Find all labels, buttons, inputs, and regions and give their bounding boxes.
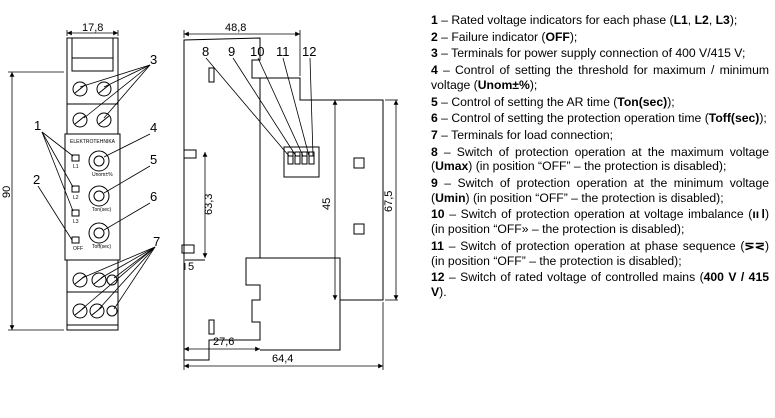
callout-7: 7	[153, 234, 160, 249]
legend-item-11: 11 – Switch of protection operation at p…	[431, 238, 769, 268]
callout-2: 2	[33, 172, 40, 187]
dim-height-45: 45	[321, 198, 333, 210]
callout-8: 8	[202, 44, 209, 59]
callout-1: 1	[34, 118, 41, 133]
legend-item-12: 12 – Switch of rated voltage of controll…	[431, 270, 769, 299]
callout-12: 12	[302, 44, 316, 59]
legend-item-3: 3 – Terminals for power supply connectio…	[431, 46, 746, 61]
led-l2	[71, 185, 80, 193]
led-l3	[71, 209, 80, 217]
label-l3: L3	[73, 219, 79, 225]
legend: 1 – Rated voltage indicators for each ph…	[431, 13, 769, 302]
dim-depth-276: 27,6	[213, 336, 234, 348]
callout-9: 9	[228, 44, 235, 59]
dim-height-675: 67,5	[383, 191, 395, 212]
legend-item-1: 1 – Rated voltage indicators for each ph…	[431, 13, 738, 27]
dim-width-side: 48,8	[225, 22, 246, 34]
side-view	[181, 37, 384, 361]
led-off	[71, 236, 80, 244]
legend-item-8: 8 – Switch of protection operation at th…	[431, 144, 769, 174]
knob-toff	[88, 222, 110, 244]
dim-height-inner: 63,3	[203, 194, 215, 215]
callout-11: 11	[276, 44, 290, 59]
brand-label: ELEKTROTEHNIKA	[70, 139, 116, 145]
callout-4: 4	[150, 120, 157, 135]
legend-item-6: 6 – Control of setting the protection op…	[431, 111, 767, 126]
label-l2: L2	[73, 195, 79, 201]
legend-item-7: 7 – Terminals for load connection;	[431, 127, 614, 142]
led-l1	[71, 154, 80, 162]
callout-6: 6	[150, 189, 157, 204]
callout-10: 10	[250, 44, 264, 59]
legend-item-9: 9 – Switch of protection operation at th…	[431, 176, 769, 205]
label-ton: Ton(sec)	[92, 207, 112, 213]
callout-5: 5	[150, 152, 157, 167]
legend-item-4: 4 – Control of setting the threshold for…	[431, 63, 769, 92]
label-toff: Toff(sec)	[92, 244, 111, 250]
dip-switch-block	[283, 146, 320, 178]
legend-item-2: 2 – Failure indicator (OFF);	[431, 29, 578, 44]
knob-unom	[88, 150, 110, 172]
dim-height-total: 90	[1, 186, 13, 198]
bottom-screws	[72, 272, 118, 319]
dim-offset-5: 5	[188, 261, 194, 273]
device-drawing: L1 L2 L3 OFF Unom±% Ton(sec) Toff(sec) E…	[1, 22, 399, 370]
dim-depth-total: 64,4	[272, 353, 293, 365]
bottom-terminal-block	[66, 259, 119, 331]
label-l1: L1	[73, 164, 79, 170]
front-view	[64, 37, 121, 331]
callout-3: 3	[150, 52, 157, 67]
label-unom: Unom±%	[92, 172, 113, 178]
knob-ton	[88, 185, 110, 207]
legend-item-5: 5 – Control of setting the AR time (Ton(…	[431, 94, 675, 109]
legend-item-10: 10 – Switch of protection operation at v…	[431, 207, 769, 237]
label-off: OFF	[73, 246, 83, 252]
dim-width-front: 17,8	[82, 22, 103, 34]
